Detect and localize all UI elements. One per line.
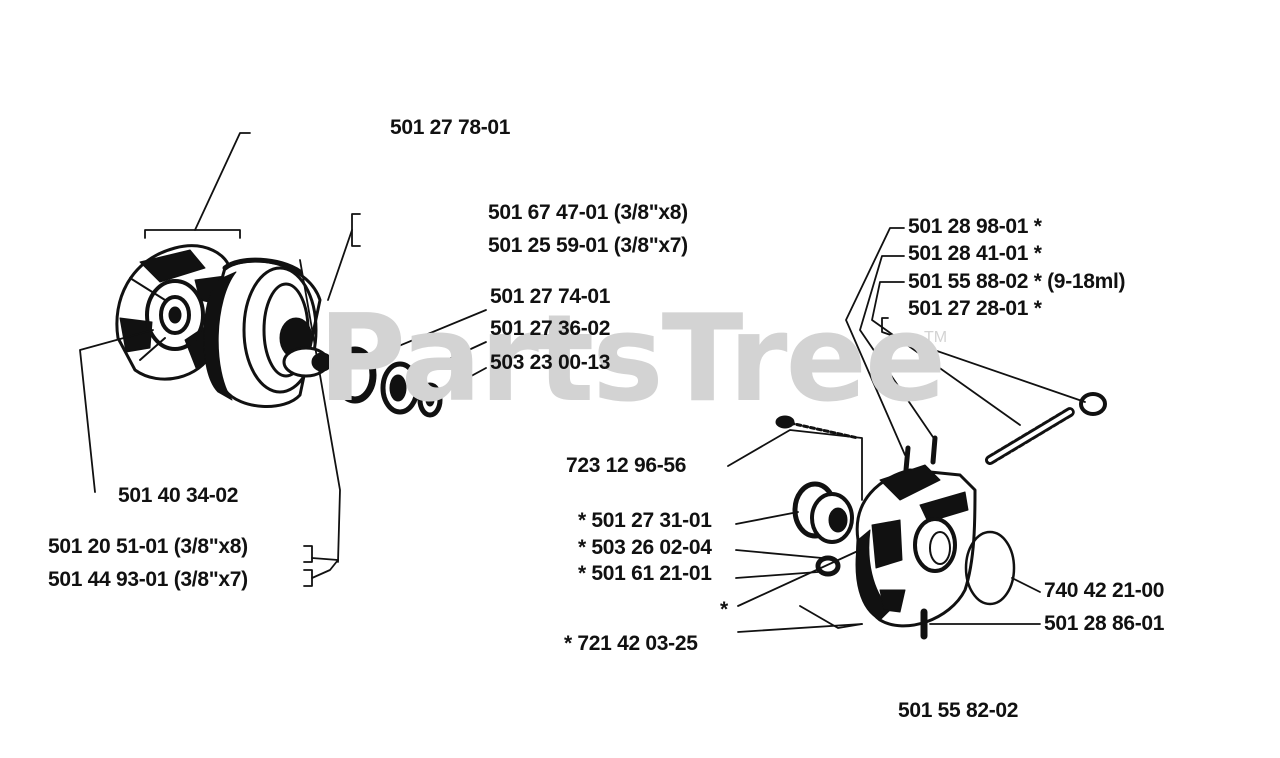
label-lock-washer: 503 23 00-13 (490, 351, 611, 374)
label-sprocket-rim-8: 501 67 47-01 (3/8"x8) (488, 201, 688, 224)
label-oil-hose: 501 28 86-01 (1044, 612, 1165, 635)
bearing-washers-drawing (333, 346, 443, 418)
label-clutch-assembly: 501 27 78-01 (390, 116, 511, 139)
label-clutch-drum-7: 501 44 93-01 (3/8"x7) (48, 568, 248, 591)
label-clutch-shoe: 501 40 34-02 (118, 484, 239, 507)
label-sprocket-rim-7: 501 25 59-01 (3/8"x7) (488, 234, 688, 257)
label-spring: * 503 26 02-04 (578, 536, 712, 559)
oil-pump-drawing (775, 392, 1107, 640)
watermark-trademark: TM (924, 329, 948, 346)
label-star-marker: * (720, 598, 728, 621)
label-plunger: * 501 61 21-01 (578, 562, 712, 585)
label-oil-pump-part-2: 501 28 41-01 * (908, 242, 1042, 265)
clutch-drum-drawing (203, 257, 333, 408)
leader-lines-right (727, 227, 1086, 633)
label-oil-pump-assembly: 501 55 82-02 (898, 699, 1019, 722)
label-needle-bearing: 501 27 74-01 (490, 285, 611, 308)
label-worm-gear: * 501 27 31-01 (578, 509, 712, 532)
label-o-ring: 740 42 21-00 (1044, 579, 1165, 602)
label-oil-pump-part-3: 501 55 88-02 * (9-18ml) (908, 270, 1126, 293)
leader-lines-left (79, 132, 487, 587)
label-washer: 501 27 36-02 (490, 317, 611, 340)
label-clutch-drum-8: 501 20 51-01 (3/8"x8) (48, 535, 248, 558)
label-oil-pump-part-1: 501 28 98-01 * (908, 215, 1042, 238)
label-oil-pump-part-4: 501 27 28-01 * (908, 297, 1042, 320)
watermark: PartsTree (318, 290, 946, 429)
label-screw: 723 12 96-56 (566, 454, 687, 477)
label-pin: * 721 42 03-25 (564, 632, 698, 655)
